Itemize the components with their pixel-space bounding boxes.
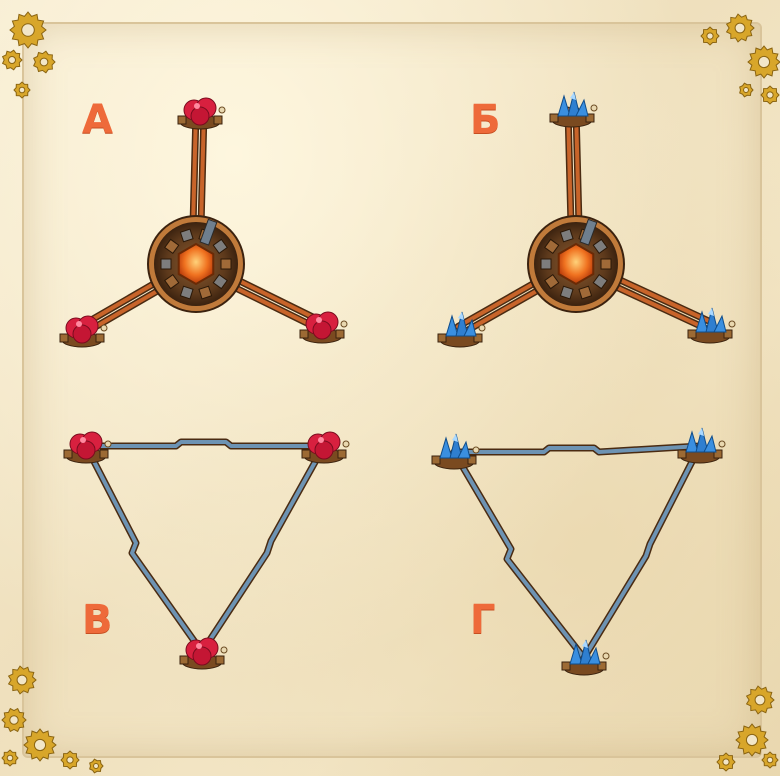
blue-crystal-icon: [437, 311, 486, 348]
steel-pipe: [582, 444, 702, 660]
steel-pipe: [452, 444, 702, 454]
gear-icon: [716, 752, 736, 772]
panel-b-star-blue: [437, 91, 736, 348]
panel-a-star-red: [59, 97, 348, 348]
blue-crystal-icon: [549, 91, 598, 128]
gear-icon: [7, 665, 37, 695]
panel-v-triangle-red: [63, 431, 350, 670]
gear-icon: [735, 723, 769, 757]
steel-pipe: [84, 444, 204, 654]
corner-gears-top-right: [700, 13, 780, 105]
red-crystal-icon: [299, 311, 348, 344]
panel-label-g: Г: [470, 597, 497, 643]
gear-icon: [1, 749, 19, 767]
gear-icon: [745, 685, 775, 715]
gear-icon: [700, 26, 720, 46]
gear-icon: [725, 13, 755, 43]
corner-gears-top-left: [1, 11, 56, 99]
red-crystal-icon: [179, 637, 228, 670]
gear-icon: [1, 49, 23, 71]
gear-icon: [760, 85, 780, 105]
red-crystal-icon: [177, 97, 226, 130]
steel-pipe: [452, 450, 586, 660]
panel-label-a: А: [82, 97, 114, 143]
red-crystal-icon: [63, 431, 112, 464]
gear-icon: [60, 750, 80, 770]
steampunk-hub-icon: [527, 215, 625, 313]
steel-pipe: [84, 440, 326, 448]
gear-icon: [9, 11, 47, 49]
hub-core: [557, 242, 595, 286]
red-crystal-icon: [59, 315, 108, 348]
gear-icon: [33, 50, 56, 74]
hub-core: [177, 242, 215, 286]
gear-icon: [89, 758, 104, 774]
red-crystal-icon: [301, 431, 350, 464]
blue-crystal-icon: [561, 639, 610, 676]
blue-crystal-icon: [431, 433, 480, 470]
gear-icon: [1, 707, 27, 733]
blue-crystal-icon: [687, 307, 736, 344]
panel-label-b: Б: [470, 97, 502, 143]
corner-gears-bottom-right: [716, 685, 779, 772]
steampunk-hub-icon: [147, 215, 245, 313]
gear-icon: [23, 728, 57, 762]
steel-pipe: [200, 444, 326, 654]
blue-crystal-icon: [677, 427, 726, 464]
panel-g-triangle-blue: [431, 427, 726, 676]
panel-label-v: В: [82, 597, 114, 643]
gear-icon: [747, 45, 780, 79]
gear-icon: [13, 81, 31, 99]
gear-icon: [739, 82, 754, 98]
corner-gears-bottom-left: [1, 665, 104, 774]
parchment-frame: [22, 22, 762, 758]
gear-icon: [761, 751, 779, 769]
